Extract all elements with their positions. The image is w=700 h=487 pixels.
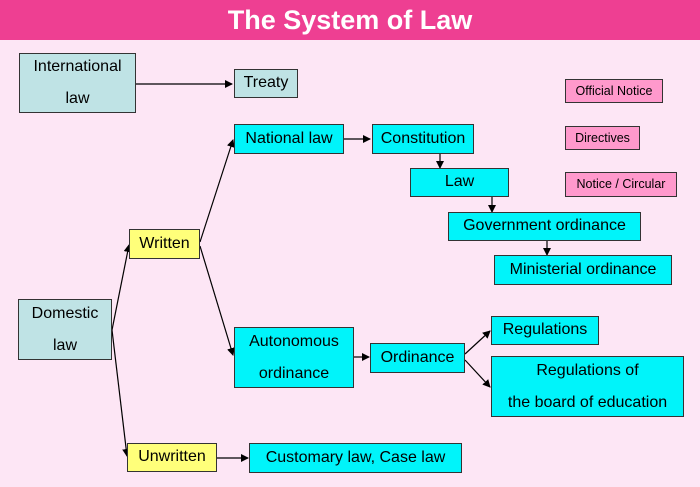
edge-domestic-unwritten xyxy=(111,329,131,457)
node-constitution: Constitution xyxy=(372,124,474,154)
node-domestic-law: Domestic law xyxy=(18,299,112,360)
edge-domestic-written xyxy=(111,244,132,331)
edge-ordinance-board xyxy=(464,359,491,388)
node-law: Law xyxy=(410,168,509,197)
edge-written-autonomous xyxy=(199,245,235,356)
node-written: Written xyxy=(129,229,200,259)
edge-ordinance-regulations xyxy=(464,330,491,355)
node-international-law: International law xyxy=(19,53,136,113)
node-customary-case-law: Customary law, Case law xyxy=(249,443,462,473)
edge-written-national xyxy=(199,139,235,243)
node-regulations: Regulations xyxy=(491,316,599,345)
node-autonomous-ordinance: Autonomous ordinance xyxy=(234,327,354,388)
legend-notice-circular: Notice / Circular xyxy=(565,172,677,197)
legend-official-notice: Official Notice xyxy=(565,79,663,103)
node-treaty: Treaty xyxy=(234,69,298,98)
page-title: The System of Law xyxy=(0,0,700,40)
node-government-ordinance: Government ordinance xyxy=(448,212,641,241)
node-ministerial-ordinance: Ministerial ordinance xyxy=(494,255,672,285)
legend-directives: Directives xyxy=(565,126,640,150)
node-regulations-board: Regulations of the board of education xyxy=(491,356,684,417)
node-national-law: National law xyxy=(234,124,344,154)
node-unwritten: Unwritten xyxy=(127,443,217,472)
node-ordinance: Ordinance xyxy=(370,343,465,373)
